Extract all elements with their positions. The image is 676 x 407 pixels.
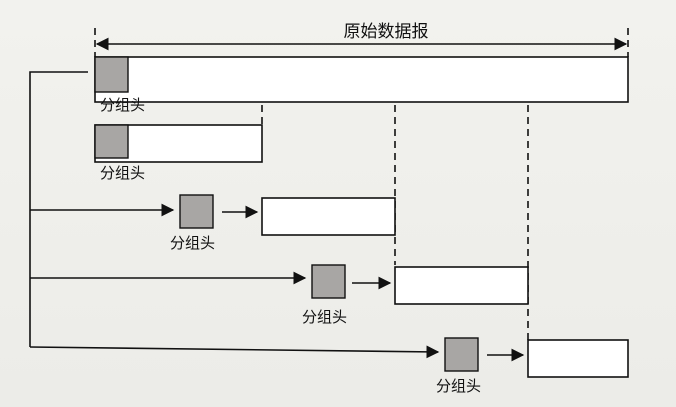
fragment-4-body — [527, 339, 629, 378]
original-header-label: 分组头 — [100, 96, 145, 114]
fragment-2-header-label: 分组头 — [170, 234, 215, 252]
fragment-4-header-label: 分组头 — [436, 377, 481, 395]
original-datagram-header — [94, 56, 129, 93]
original-datagram: 分组头 — [94, 56, 629, 114]
fragment-2-header — [179, 194, 214, 229]
fragment-4: 分组头 — [436, 337, 629, 395]
fragment-1-header — [94, 124, 129, 159]
fragment-3-header-label: 分组头 — [302, 308, 347, 326]
header-copy-connectors — [29, 71, 440, 359]
fragment-2-body — [261, 197, 396, 236]
fragment-1: 分组头 — [94, 124, 263, 182]
fragment-3-header — [311, 264, 346, 299]
connector-main-vertical — [29, 71, 88, 347]
datagram-title: 原始数据报 — [344, 22, 429, 42]
fragment-4-header — [444, 337, 479, 372]
fragment-1-header-label: 分组头 — [100, 164, 145, 182]
connector-to-fragment-4 — [29, 345, 440, 359]
original-datagram-body — [94, 56, 629, 103]
fragment-2: 分组头 — [170, 194, 396, 252]
fragment-3-body — [394, 266, 529, 305]
fragment-3: 分组头 — [302, 264, 529, 326]
